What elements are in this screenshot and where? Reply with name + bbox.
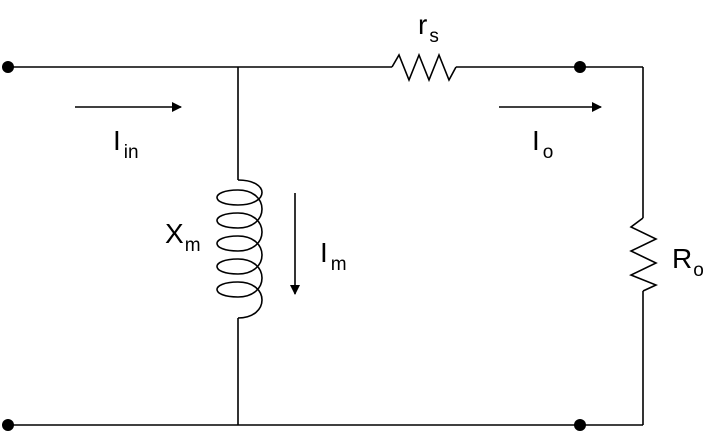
label-xm: Xm bbox=[165, 218, 201, 256]
resistor-rs bbox=[391, 52, 457, 83]
terminal-bottom-left bbox=[2, 419, 14, 431]
label-ro: Ro bbox=[672, 243, 704, 281]
inductor-xm bbox=[216, 179, 263, 319]
terminal-top-left bbox=[2, 61, 14, 73]
terminal-top-right bbox=[574, 61, 586, 73]
terminal-bottom-right bbox=[574, 419, 586, 431]
resistor-ro bbox=[629, 217, 659, 292]
